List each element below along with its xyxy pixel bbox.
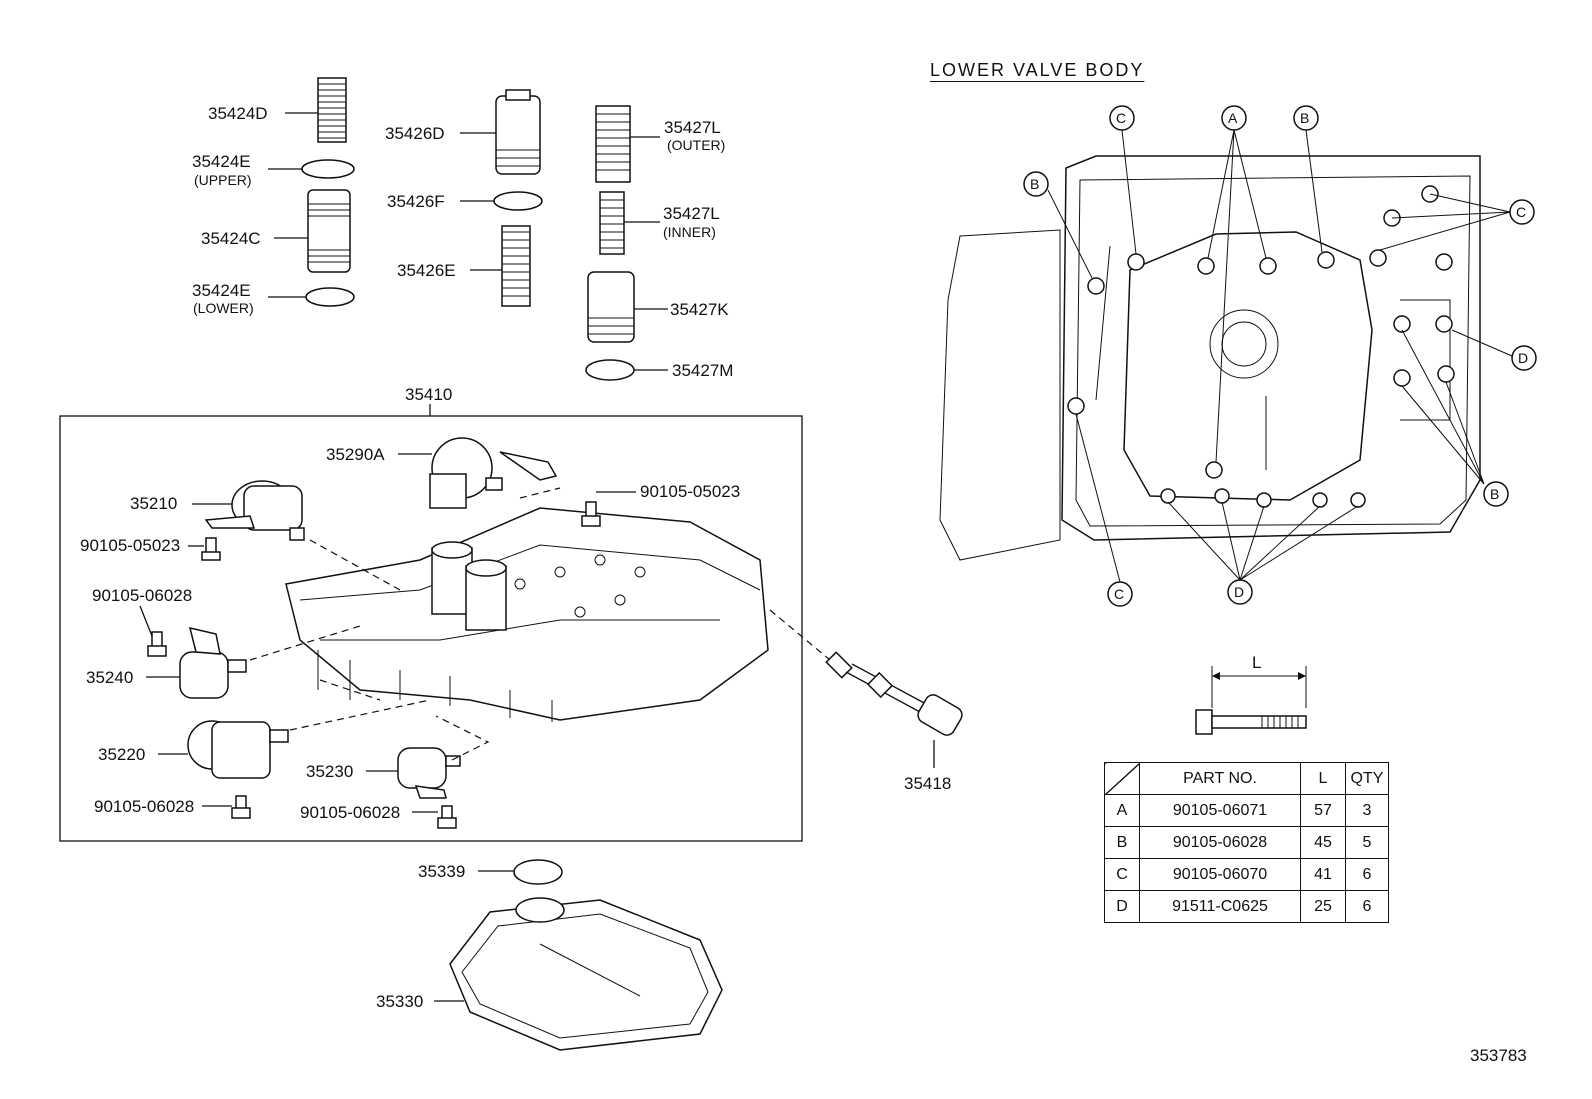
table-row: C 90105-06070 41 6 xyxy=(1104,858,1389,891)
label-35220: 35220 xyxy=(98,745,145,764)
sleeve-35427K xyxy=(587,271,635,343)
label-90105-06028-lower-right: 90105-06028 xyxy=(300,803,400,822)
label-35339: 35339 xyxy=(418,862,465,881)
label-35240: 35240 xyxy=(86,668,133,687)
section-title: LOWER VALVE BODY xyxy=(930,60,1145,80)
row-key: C xyxy=(1104,858,1140,891)
bolt-dimension-sketch xyxy=(1195,666,1307,735)
row-length: 25 xyxy=(1300,890,1346,923)
marker-d-right: D xyxy=(1518,350,1528,366)
label-90105-05023-left: 90105-05023 xyxy=(80,536,180,555)
row-qty: 5 xyxy=(1345,826,1389,859)
label-35426F: 35426F xyxy=(387,192,445,211)
label-35418: 35418 xyxy=(904,774,951,793)
label-90105-06028-upper: 90105-06028 xyxy=(92,586,192,605)
valve-body-assembly-frame xyxy=(59,415,803,842)
label-35410: 35410 xyxy=(405,385,452,404)
bolt-spec-table: PART NO. L QTY A 90105-06071 57 3 B 9010… xyxy=(1104,762,1389,923)
spring-35426E xyxy=(501,225,531,307)
o-ring-35424E-upper xyxy=(301,159,355,179)
bolt-90105-06028-upper xyxy=(147,631,167,657)
row-qty: 6 xyxy=(1345,858,1389,891)
label-35426E: 35426E xyxy=(397,261,456,280)
bolt-90105-05023-left xyxy=(201,537,221,561)
solenoid-35220 xyxy=(187,720,289,779)
spring-35427L-inner xyxy=(599,191,625,255)
label-35427L-outer: 35427L xyxy=(664,118,721,137)
table-row: B 90105-06028 45 5 xyxy=(1104,826,1389,859)
marker-b-top: B xyxy=(1300,110,1309,126)
row-key: B xyxy=(1104,826,1140,859)
solenoid-35210 xyxy=(204,480,305,541)
label-35427L-inner: 35427L xyxy=(663,204,720,223)
label-35210: 35210 xyxy=(130,494,177,513)
label-35424C: 35424C xyxy=(201,229,261,248)
table-header-length: L xyxy=(1300,762,1346,795)
o-ring-35427M xyxy=(585,359,635,381)
marker-c-top: C xyxy=(1116,110,1126,126)
solenoid-35240 xyxy=(179,626,247,699)
marker-b-right: B xyxy=(1490,486,1499,502)
label-35424E-upper: 35424E xyxy=(192,152,251,171)
marker-b-left: B xyxy=(1030,176,1039,192)
row-qty: 6 xyxy=(1345,890,1389,923)
label-35424E-lower: 35424E xyxy=(192,281,251,300)
marker-d-bottom: D xyxy=(1234,584,1244,600)
label-35290A: 35290A xyxy=(326,445,385,464)
bolt-holes xyxy=(1067,185,1455,508)
spring-35424D xyxy=(317,77,347,143)
bolt-90105-05023-top xyxy=(581,501,601,527)
o-ring-35426F xyxy=(493,191,543,211)
label-35424E-upper-note: (UPPER) xyxy=(194,172,252,188)
row-length: 45 xyxy=(1300,826,1346,859)
row-qty: 3 xyxy=(1345,794,1389,827)
label-35427M: 35427M xyxy=(672,361,733,380)
table-header-corner xyxy=(1104,762,1140,795)
row-part-no: 90105-06070 xyxy=(1139,858,1301,891)
bolt-90105-06028-lower-right xyxy=(437,805,457,829)
sleeve-35424C xyxy=(307,189,351,273)
row-key: D xyxy=(1104,890,1140,923)
row-length: 41 xyxy=(1300,858,1346,891)
table-row: D 91511-C0625 25 6 xyxy=(1104,890,1389,923)
bolt-length-label: L xyxy=(1252,653,1261,672)
label-35330: 35330 xyxy=(376,992,423,1011)
marker-a-top: A xyxy=(1228,110,1238,126)
label-90105-05023-top: 90105-05023 xyxy=(640,482,740,501)
label-35230: 35230 xyxy=(306,762,353,781)
solenoid-35230 xyxy=(397,747,461,799)
label-35427L-outer-note: (OUTER) xyxy=(667,137,725,153)
marker-c-bottom: C xyxy=(1114,586,1124,602)
table-header-part-no: PART NO. xyxy=(1139,762,1301,795)
oil-strainer-35330 xyxy=(449,897,723,1051)
solenoid-35290A xyxy=(429,437,558,509)
label-35427L-inner-note: (INNER) xyxy=(663,224,716,240)
label-90105-06028-lower-left: 90105-06028 xyxy=(94,797,194,816)
row-key: A xyxy=(1104,794,1140,827)
row-part-no: 90105-06028 xyxy=(1139,826,1301,859)
row-part-no: 90105-06071 xyxy=(1139,794,1301,827)
valve-body-35410 xyxy=(285,507,769,722)
bolt-90105-06028-lower-left xyxy=(231,795,251,819)
gasket-35339 xyxy=(513,859,563,885)
marker-c-right: C xyxy=(1516,204,1526,220)
connector-35418 xyxy=(825,651,963,736)
label-35426D: 35426D xyxy=(385,124,445,143)
row-part-no: 91511-C0625 xyxy=(1139,890,1301,923)
table-row: A 90105-06071 57 3 xyxy=(1104,794,1389,827)
table-header-qty: QTY xyxy=(1345,762,1389,795)
label-35424D: 35424D xyxy=(208,104,268,123)
table-header-row: PART NO. L QTY xyxy=(1104,762,1389,795)
sleeve-35426D xyxy=(495,89,541,175)
label-35424E-lower-note: (LOWER) xyxy=(193,300,254,316)
row-length: 57 xyxy=(1300,794,1346,827)
spring-35427L-outer xyxy=(595,105,631,183)
label-35427K: 35427K xyxy=(670,300,729,319)
o-ring-35424E-lower xyxy=(305,287,355,307)
lower-valve-body-drawing xyxy=(939,129,1513,583)
diagram-id: 353783 xyxy=(1470,1046,1527,1065)
